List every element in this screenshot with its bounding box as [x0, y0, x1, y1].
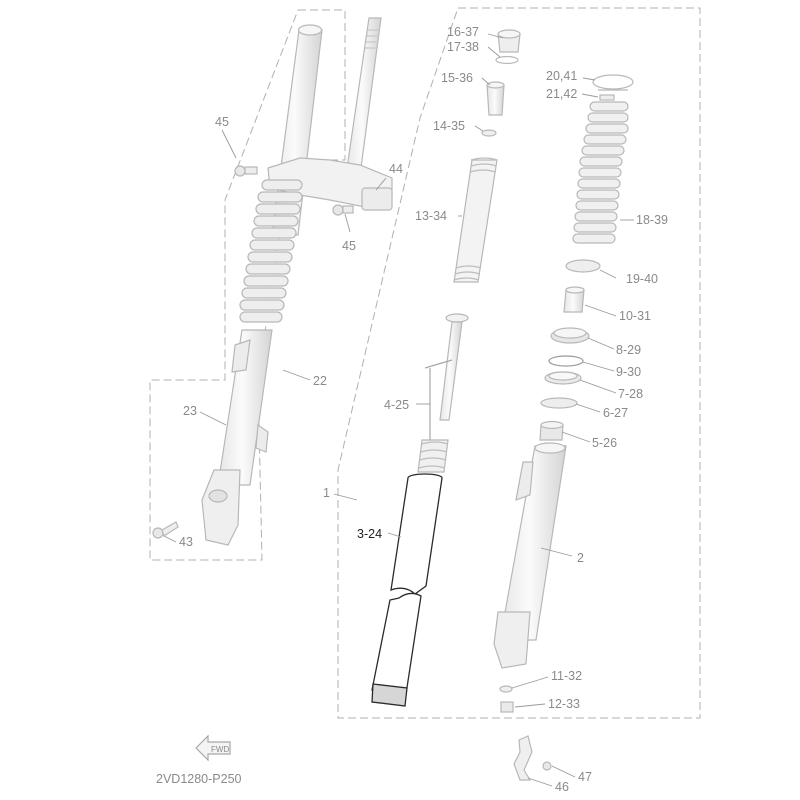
callout-7-28: 7-28: [618, 387, 644, 401]
callout-9-30: 9-30: [616, 365, 642, 379]
callout-21-42: 21,42: [546, 87, 578, 101]
callout-8-29: 8-29: [616, 343, 642, 357]
callout-19-40: 19-40: [626, 272, 658, 286]
leader-lines: [163, 33, 634, 787]
callout-45-lower: 45: [342, 239, 356, 253]
callout-15-36: 15-36: [441, 71, 473, 85]
callout-23: 23: [183, 404, 197, 418]
callout-6-27: 6-27: [603, 406, 629, 420]
callout-11-32: 11-32: [551, 669, 583, 683]
callout-44: 44: [389, 162, 403, 176]
callout-16-37: 16-37: [447, 25, 479, 39]
callout-47: 47: [578, 770, 592, 784]
callout-45-top: 45: [215, 115, 229, 129]
callout-18-39: 18-39: [636, 213, 668, 227]
callout-2: 2: [577, 551, 584, 565]
callout-10-31: 10-31: [619, 309, 651, 323]
callout-22: 22: [313, 374, 327, 388]
fwd-arrow-icon: [195, 734, 231, 762]
callout-1: 1: [323, 486, 330, 500]
callout-3-24: 3-24: [357, 527, 383, 541]
callout-13-34: 13-34: [415, 209, 447, 223]
group-frame-left: [149, 9, 346, 561]
fwd-label: FWD: [211, 745, 229, 754]
callout-20-41: 20,41: [546, 69, 578, 83]
group-frame-right: [337, 7, 701, 719]
left-fork-assembly: [152, 17, 393, 546]
callout-12-33: 12-33: [548, 697, 580, 711]
callout-4-25: 4-25: [384, 398, 410, 412]
damper-parts: [417, 29, 521, 473]
callout-14-35: 14-35: [433, 119, 465, 133]
callout-5-26: 5-26: [592, 436, 618, 450]
callout-43: 43: [179, 535, 193, 549]
outer-tube-parts: [493, 74, 634, 781]
inner-tube-3-24: [371, 473, 443, 707]
callout-46: 46: [555, 780, 569, 794]
callout-17-38: 17-38: [447, 40, 479, 54]
diagram-reference-code: 2VD1280-P250: [156, 772, 242, 786]
